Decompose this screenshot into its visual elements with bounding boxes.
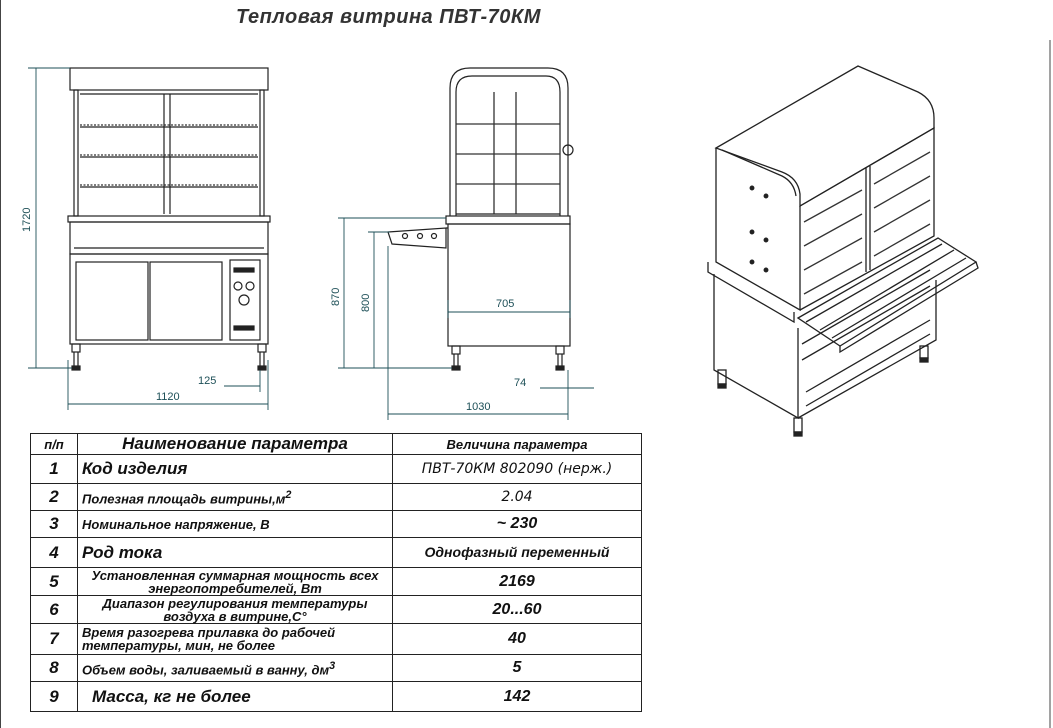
dim-leg-offset-side: 74 bbox=[514, 377, 526, 389]
row-value: 5 bbox=[392, 654, 642, 682]
row-param-sup: 2 bbox=[285, 488, 292, 501]
row-num: 2 bbox=[30, 483, 78, 511]
table-row: 9 Масса, кг не более 142 bbox=[30, 681, 642, 712]
row-param: Род тока bbox=[77, 537, 393, 568]
dim-width-front: 1120 bbox=[156, 391, 180, 403]
row-param: Объем воды, заливаемый в ванну, дм3 bbox=[77, 654, 393, 682]
table-row: 3 Номинальное напряжение, В ~ 230 bbox=[30, 510, 642, 538]
row-value: 40 bbox=[392, 623, 642, 655]
row-param-text: Объем воды, заливаемый в ванну, дм bbox=[82, 662, 330, 678]
row-value: ПВТ-70КМ 802090 (нерж.) bbox=[392, 454, 642, 484]
row-value: 2.04 bbox=[392, 483, 642, 511]
table-header-row: п/п Наименование параметра Величина пара… bbox=[30, 433, 642, 455]
row-param: Масса, кг не более bbox=[77, 681, 393, 712]
header-param: Наименование параметра bbox=[77, 433, 393, 455]
dim-depth-total: 1030 bbox=[466, 401, 490, 413]
row-param: Полезная площадь витрины,м2 bbox=[77, 483, 393, 511]
row-param: Установленная суммарная мощность всех эн… bbox=[77, 567, 393, 596]
dim-height-work: 800 bbox=[360, 294, 372, 312]
row-num: 7 bbox=[30, 623, 78, 655]
table-row: 8 Объем воды, заливаемый в ванну, дм3 5 bbox=[30, 654, 642, 682]
table-row: 2 Полезная площадь витрины,м2 2.04 bbox=[30, 483, 642, 511]
row-num: 8 bbox=[30, 654, 78, 682]
row-param: Время разогрева прилавка до рабочей темп… bbox=[77, 623, 393, 655]
row-param: Номинальное напряжение, В bbox=[77, 510, 393, 538]
front-view bbox=[67, 67, 271, 371]
row-num: 1 bbox=[30, 454, 78, 484]
dim-height-counter: 870 bbox=[330, 288, 342, 306]
row-param: Диапазон регулирования температуры возду… bbox=[77, 595, 393, 624]
table-row: 4 Род тока Однофазный переменный bbox=[30, 537, 642, 568]
table-row: 1 Код изделия ПВТ-70КМ 802090 (нерж.) bbox=[30, 454, 642, 484]
table-row: 7 Время разогрева прилавка до рабочей те… bbox=[30, 623, 642, 655]
table-row: 6 Диапазон регулирования температуры воз… bbox=[30, 595, 642, 624]
row-value: ~ 230 bbox=[392, 510, 642, 538]
side-view bbox=[387, 67, 574, 371]
row-num: 5 bbox=[30, 567, 78, 596]
dim-height-total: 1720 bbox=[21, 208, 33, 232]
row-num: 4 bbox=[30, 537, 78, 568]
row-param-text: Полезная площадь витрины,м bbox=[82, 491, 286, 507]
row-value: 2169 bbox=[392, 567, 642, 596]
row-value: 20...60 bbox=[392, 595, 642, 624]
isometric-view bbox=[707, 65, 979, 437]
header-num: п/п bbox=[30, 433, 78, 455]
row-num: 9 bbox=[30, 681, 78, 712]
row-param-sup: 3 bbox=[329, 659, 336, 672]
dim-leg-offset-front: 125 bbox=[198, 375, 216, 387]
row-num: 3 bbox=[30, 510, 78, 538]
row-num: 6 bbox=[30, 595, 78, 624]
row-value: Однофазный переменный bbox=[392, 537, 642, 568]
row-param: Код изделия bbox=[77, 454, 393, 484]
table-row: 5 Установленная суммарная мощность всех … bbox=[30, 567, 642, 596]
row-value: 142 bbox=[392, 681, 642, 712]
dim-depth-body: 705 bbox=[496, 298, 514, 310]
drawing-title: Тепловая витрина ПВТ-70КМ bbox=[236, 6, 541, 28]
header-value: Величина параметра bbox=[392, 433, 642, 455]
spec-table: п/п Наименование параметра Величина пара… bbox=[30, 433, 642, 712]
